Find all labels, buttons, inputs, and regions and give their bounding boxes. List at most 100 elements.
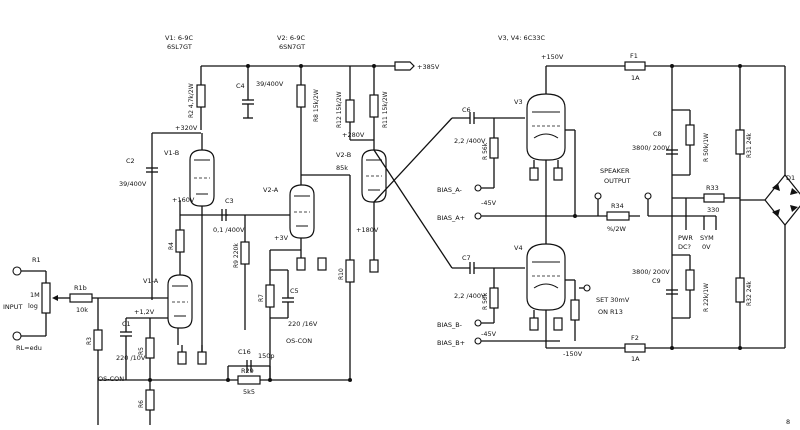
rail-m45a-label: -45V bbox=[481, 199, 497, 207]
resistor-r32-label: R32 24k bbox=[746, 281, 753, 306]
tube-v2-b bbox=[361, 149, 387, 203]
junction-dot bbox=[148, 378, 152, 382]
capacitor-c3-value: 0,1 /400V bbox=[213, 226, 245, 234]
capacitor-c5-ref: C5 bbox=[290, 287, 299, 295]
header-v2-line1: V2: 6-9C bbox=[277, 34, 305, 42]
heater-pin bbox=[553, 167, 563, 181]
resistor-grid-v3-label: R 56k bbox=[482, 142, 489, 160]
resistor-r6 bbox=[145, 389, 155, 411]
resistor-r2-label: R2 4,7k/2W bbox=[188, 83, 195, 118]
resistor-r-input-value: 10k bbox=[76, 306, 88, 314]
capacitor-c4-value: 39/400V bbox=[256, 80, 284, 88]
resistor-r31-label: R31 24k bbox=[746, 133, 753, 158]
capacitor-c1-type: OS-CON bbox=[98, 375, 124, 383]
fuse-f1-value: 1A bbox=[631, 74, 640, 82]
resistor-r12-label: R12 15k/2W bbox=[336, 91, 343, 128]
resistor-r29 bbox=[237, 375, 261, 385]
capacitor-c7-ref: C7 bbox=[462, 254, 471, 262]
bias-b-plus-terminal[interactable] bbox=[474, 337, 482, 345]
speaker-output-label-1: SPEAKER bbox=[600, 167, 630, 175]
heater-pin bbox=[317, 257, 327, 271]
resistor-r8 bbox=[296, 84, 306, 108]
tube-v2-b-label: V2-B bbox=[336, 151, 351, 159]
pwr-label-2: DC? bbox=[678, 243, 691, 251]
resistor-r13 bbox=[570, 299, 580, 321]
resistor-r9 bbox=[240, 241, 250, 265]
r-85k-label: 85k bbox=[336, 164, 348, 172]
resistor-r33-ref: R33 bbox=[706, 184, 719, 192]
resistor-r8-label: R8 15k/2W bbox=[313, 89, 320, 122]
bias-a-plus-terminal[interactable] bbox=[474, 212, 482, 220]
tube-v1-a-label: V1-A bbox=[143, 277, 159, 285]
capacitor-c1-value: 220 /10V bbox=[116, 354, 146, 362]
rail-385v-tag bbox=[394, 61, 415, 71]
capacitor-c4-ref: C4 bbox=[236, 82, 245, 90]
heater-pin bbox=[529, 167, 539, 181]
input-ground-terminal[interactable] bbox=[12, 331, 22, 341]
resistor-r9-label: R9 220k bbox=[233, 243, 240, 268]
capacitor-c8-value: 3800/ 200V bbox=[632, 144, 670, 152]
wire-cross bbox=[373, 117, 453, 203]
tube-v1-b bbox=[189, 149, 215, 207]
rail-150v-label: +150V bbox=[541, 53, 564, 61]
fuse-f2-ref: F2 bbox=[631, 334, 639, 342]
r1-ref: R1 bbox=[32, 256, 41, 264]
heater-pin bbox=[553, 317, 563, 331]
speaker-output-terminal-2[interactable] bbox=[644, 192, 652, 200]
tube-v3 bbox=[526, 93, 566, 161]
resistor-r10-label: R10 bbox=[338, 268, 345, 280]
rail-280v-label: +280V bbox=[342, 131, 365, 139]
bias-a-minus-terminal[interactable] bbox=[474, 184, 482, 192]
rail-385v-label: +385V bbox=[417, 63, 440, 71]
resistor-grid-v4 bbox=[489, 287, 499, 309]
resistor-r3 bbox=[93, 329, 103, 351]
input-terminal[interactable] bbox=[12, 266, 22, 276]
resistor-grid-v3 bbox=[489, 137, 499, 159]
tube-v1-b-label: V1-B bbox=[164, 149, 179, 157]
test-point-set[interactable] bbox=[583, 284, 591, 292]
capacitor-c16-ref: C16 bbox=[238, 348, 251, 356]
capacitor-c3-ref: C3 bbox=[225, 197, 234, 205]
resistor-c9-bleeder bbox=[685, 269, 695, 291]
resistor-r29-ref: R29 bbox=[241, 367, 254, 375]
resistor-r11-label: R11 15k/2W bbox=[382, 91, 389, 128]
capacitor-c5-type: OS-CON bbox=[286, 337, 312, 345]
bias-b-minus-terminal[interactable] bbox=[474, 319, 482, 327]
resistor-c8-bleeder-label: R 50k/1W bbox=[703, 133, 710, 162]
set-label-2: ON R13 bbox=[598, 308, 623, 316]
set-label-1: SET 30mV bbox=[596, 296, 630, 304]
capacitor-c6-ref: C6 bbox=[462, 106, 471, 114]
rail-160v-label: +160V bbox=[172, 196, 195, 204]
tube-v2-a bbox=[289, 184, 315, 239]
tube-v3-label: V3 bbox=[514, 98, 523, 106]
resistor-r10 bbox=[345, 259, 355, 283]
resistor-r7-label: R7 bbox=[258, 294, 265, 302]
resistor-r-input-ref: R1b bbox=[74, 284, 87, 292]
resistor-r33-value: 330 bbox=[707, 206, 719, 214]
r1-value: 1M bbox=[30, 291, 40, 299]
rail-1-2v-label: +1,2V bbox=[134, 308, 155, 316]
heater-pin bbox=[529, 317, 539, 331]
capacitor-c2-value: 39/400V bbox=[119, 180, 147, 188]
pwr-label-1: PWR bbox=[678, 234, 693, 242]
capacitor-c1-ref: C1 bbox=[122, 320, 131, 328]
resistor-r5-label: R5 bbox=[138, 347, 145, 355]
capacitor-c2-ref: C2 bbox=[126, 157, 135, 165]
heater-pin bbox=[369, 259, 379, 273]
resistor-r2 bbox=[196, 84, 206, 108]
sym-label-1: SYM bbox=[700, 234, 714, 242]
speaker-output-label-2: OUTPUT bbox=[604, 177, 631, 185]
resistor-r29-value: 5k5 bbox=[243, 388, 255, 396]
resistor-r11 bbox=[369, 94, 379, 118]
resistor-r4-label: R4 bbox=[168, 242, 175, 250]
sym-label-2: 0V bbox=[702, 243, 711, 251]
bridge-rectifier-d1 bbox=[764, 174, 800, 226]
bias-a-plus-label: BIAS_A+ bbox=[437, 214, 465, 222]
speaker-output-terminal-1[interactable] bbox=[594, 192, 602, 200]
resistor-r3-label: R3 bbox=[86, 337, 93, 345]
tube-v2-a-label: V2-A bbox=[263, 186, 279, 194]
tube-v4-label: V4 bbox=[514, 244, 523, 252]
r1-sub: log bbox=[28, 302, 38, 310]
